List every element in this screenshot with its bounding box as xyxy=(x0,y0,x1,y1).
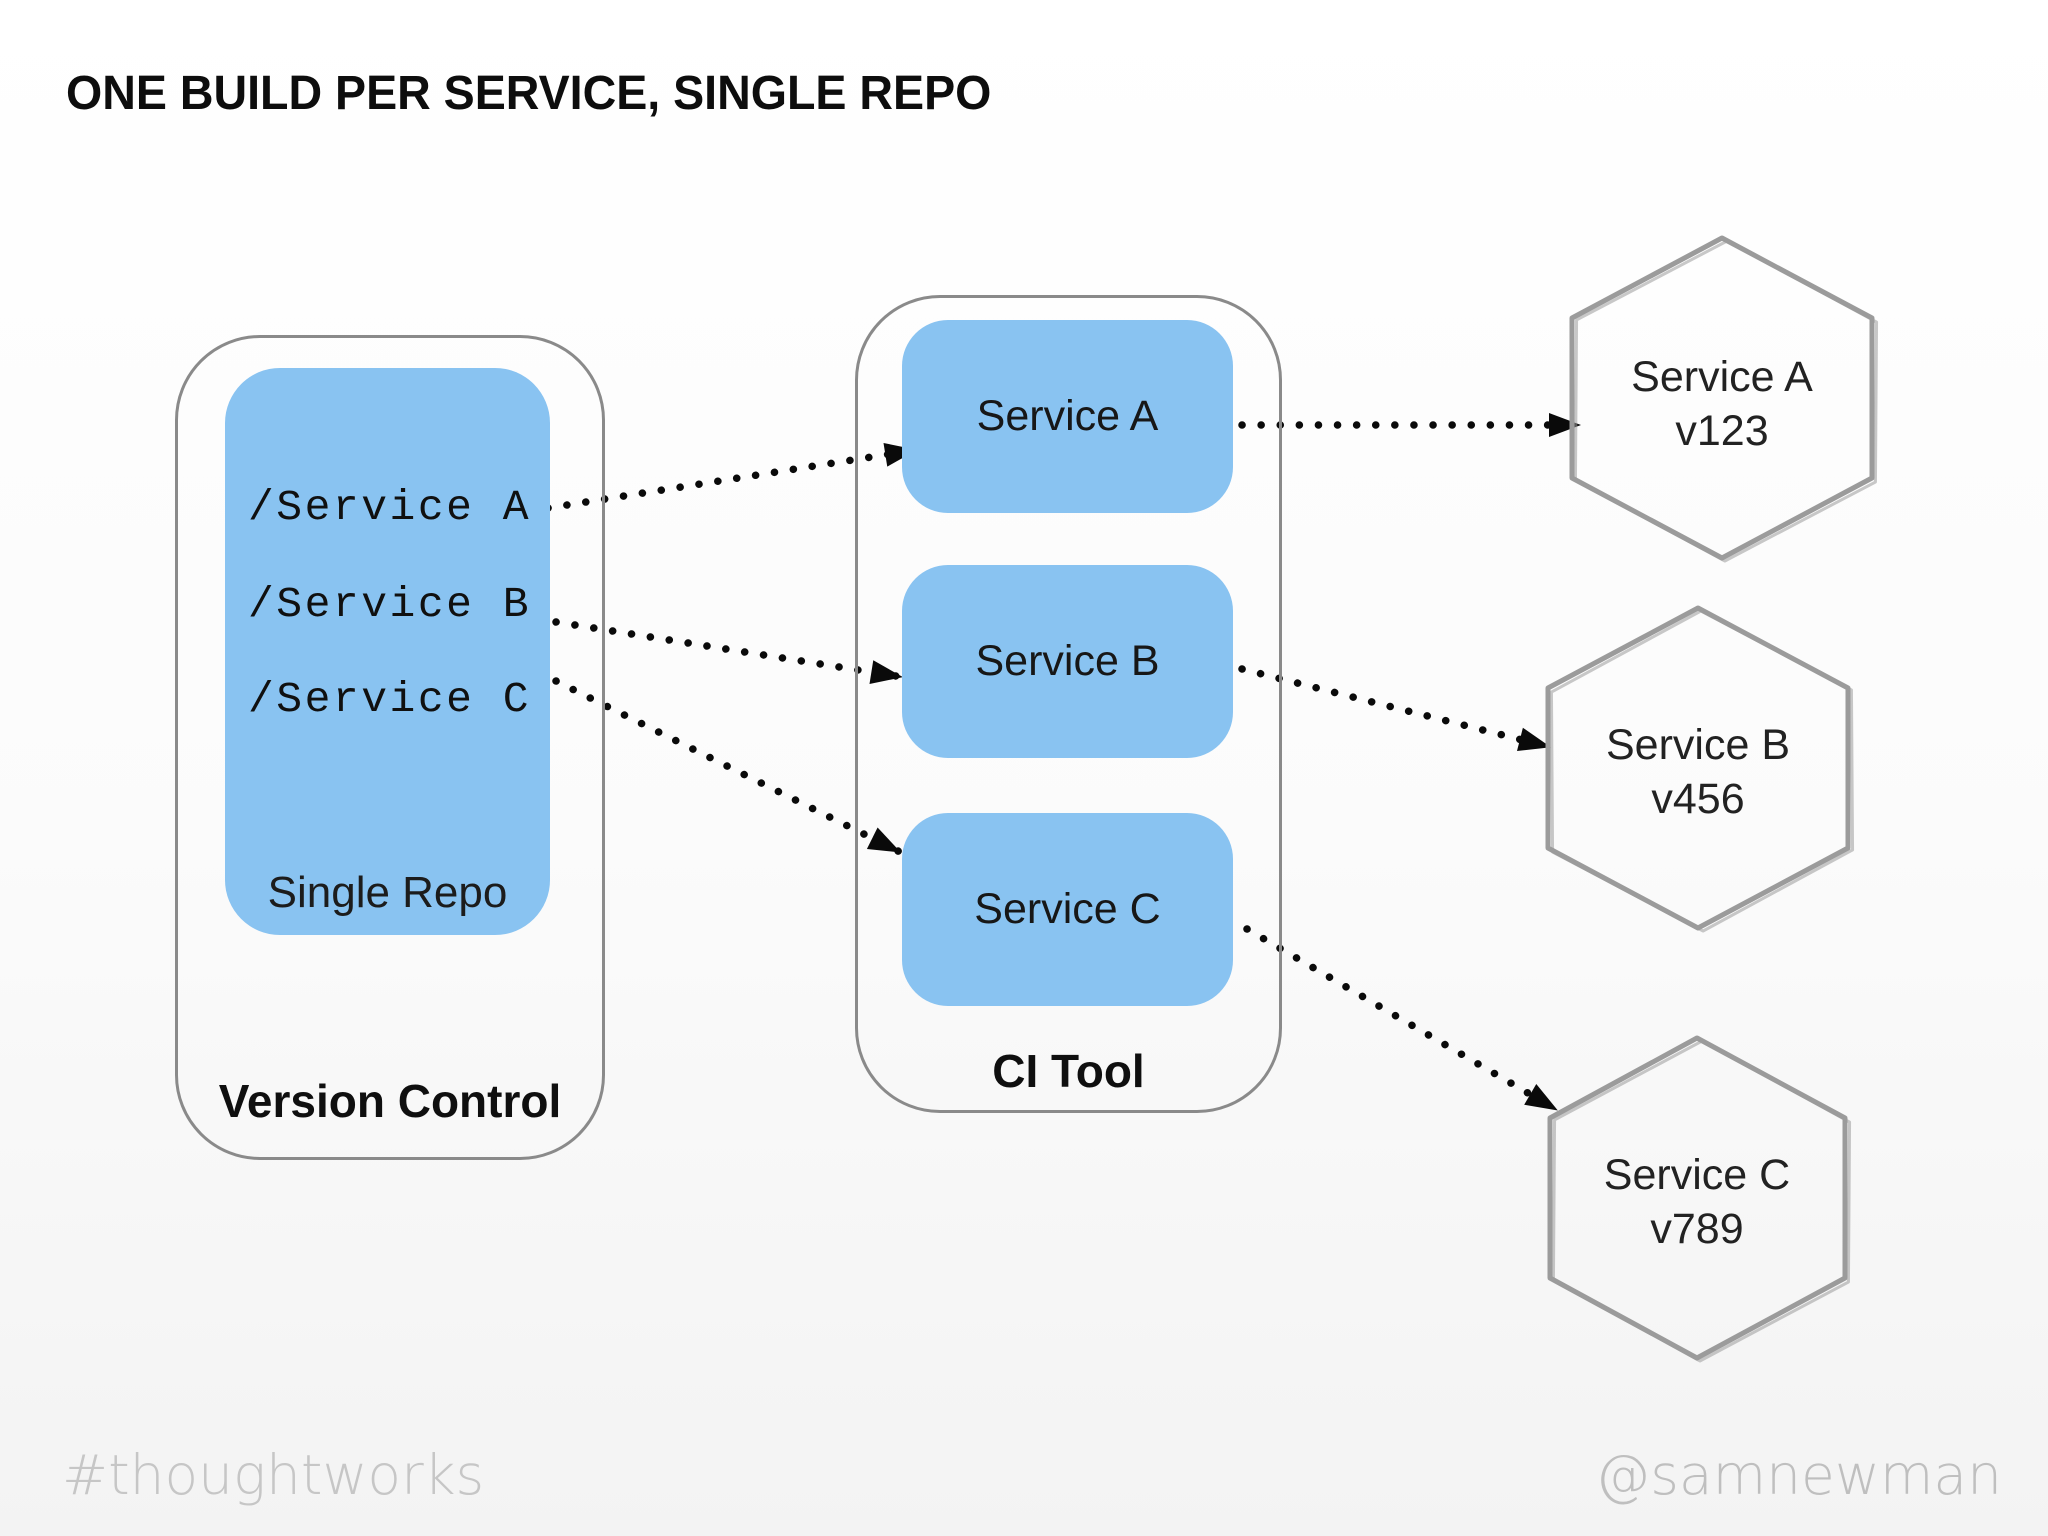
artifact-service-a-name: Service A xyxy=(1631,353,1813,401)
artifact-service-a-version: v123 xyxy=(1675,407,1769,455)
arrow-repo-b-to-ci-b xyxy=(552,618,906,684)
artifact-service-a-label: Service A v123 xyxy=(1572,350,1872,458)
version-control-label: Version Control xyxy=(218,1075,562,1127)
repo-path-service-b: /Service B xyxy=(248,580,532,629)
artifact-service-c-name: Service C xyxy=(1603,1151,1791,1199)
repo-path-service-c: /Service C xyxy=(248,675,532,724)
ci-build-service-b-label: Service B xyxy=(975,637,1160,685)
ci-build-service-b-box xyxy=(902,565,1233,758)
hexagon-service-b xyxy=(1545,605,1855,933)
version-control-box xyxy=(175,335,605,1160)
hexagon-service-c xyxy=(1547,1035,1852,1363)
single-repo-box xyxy=(225,368,550,935)
artifact-service-b-label: Service B v456 xyxy=(1548,718,1848,826)
ci-build-service-a-box xyxy=(902,320,1233,513)
ci-tool-box xyxy=(855,295,1282,1113)
ci-build-service-c-box xyxy=(902,813,1233,1006)
footer-handle: @samnewman xyxy=(1595,1443,2002,1507)
hexagon-service-a xyxy=(1569,235,1879,563)
arrow-repo-c-to-ci-c xyxy=(552,677,904,856)
repo-path-service-a: /Service A xyxy=(248,483,532,532)
ci-build-service-c-label: Service C xyxy=(974,885,1161,933)
single-repo-label: Single Repo xyxy=(267,868,508,917)
artifact-service-c-label: Service C v789 xyxy=(1547,1148,1847,1256)
arrow-ci-b-to-artifact-b xyxy=(1238,665,1554,752)
artifact-service-c-version: v789 xyxy=(1650,1205,1744,1253)
ci-tool-label: CI Tool xyxy=(992,1045,1145,1097)
artifact-service-b-version: v456 xyxy=(1651,775,1745,823)
slide-title: ONE BUILD PER SERVICE, SINGLE REPO xyxy=(66,67,992,120)
artifact-service-b-name: Service B xyxy=(1605,721,1790,769)
footer-hashtag: #thoughtworks xyxy=(62,1443,485,1507)
arrow-ci-c-to-artifact-c xyxy=(1243,925,1561,1114)
ci-build-service-a-label: Service A xyxy=(976,392,1159,440)
